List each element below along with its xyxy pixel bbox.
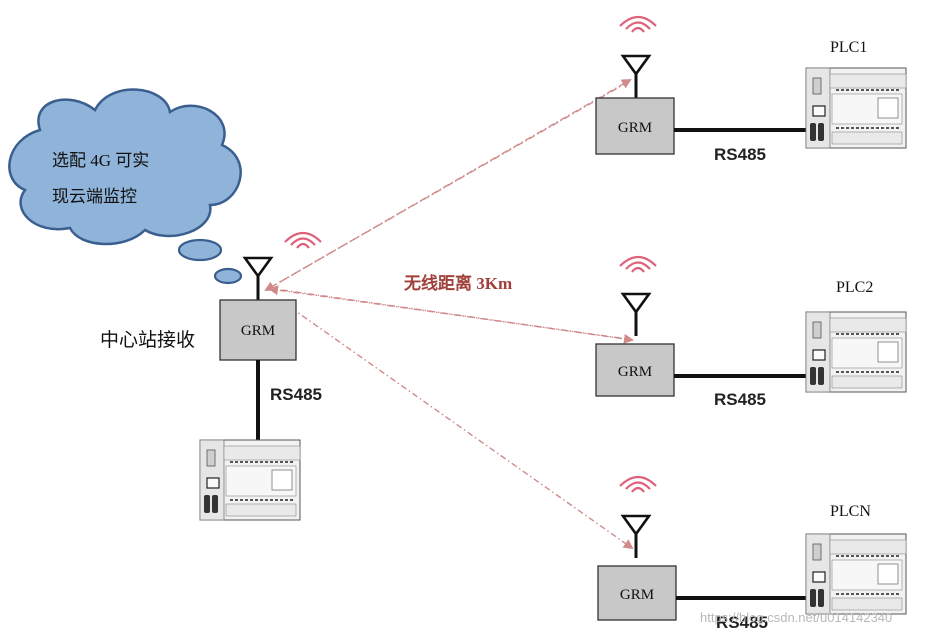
station-plc2: GRM RS485 PLC2 — [595, 255, 907, 409]
cloud-text-line2: 现云端监控 — [52, 187, 137, 206]
plcn-grm-box — [597, 565, 677, 621]
plc2-device — [805, 311, 907, 393]
watermark: https://blog.csdn.net/u014142340 — [700, 610, 892, 625]
plc2-grm-label: GRM — [618, 364, 652, 380]
plc2-antenna-icon — [621, 292, 651, 338]
plc2-rs485-label: RS485 — [714, 390, 766, 409]
distance-label: 无线距离 3Km — [403, 273, 512, 293]
plc2-signal-icon — [618, 255, 658, 274]
plc1-rs485-label: RS485 — [714, 145, 766, 164]
center-plc-device — [199, 439, 301, 521]
station-plcn: GRM RS485 PLCN — [597, 475, 907, 632]
plc1-name: PLC1 — [830, 39, 867, 56]
plcn-name: PLCN — [830, 503, 871, 520]
plc1-device — [805, 67, 907, 149]
plc1-antenna-icon — [621, 54, 651, 100]
center-signal-icon — [283, 231, 323, 250]
link-center-to-plc1 — [264, 81, 629, 291]
plc1-grm-label: GRM — [618, 120, 652, 136]
center-station: GRM 中心站接收 RS485 — [100, 231, 323, 521]
center-grm-label: GRM — [241, 323, 275, 339]
plc1-signal-icon — [618, 15, 658, 34]
plcn-grm-label: GRM — [620, 587, 654, 603]
plcn-antenna-icon — [621, 514, 651, 560]
cloud: 选配 4G 可实 现云端监控 — [8, 88, 243, 285]
plc1-grm-box — [595, 97, 675, 155]
station-plc1: GRM RS485 PLC1 — [595, 15, 907, 164]
link-center-to-plcn — [279, 299, 634, 550]
plcn-signal-icon — [618, 475, 658, 494]
center-antenna-icon — [243, 256, 273, 302]
center-rs485-label: RS485 — [270, 385, 322, 404]
plc2-name: PLC2 — [836, 279, 873, 296]
plcn-device — [805, 533, 907, 615]
wireless-links — [264, 79, 634, 550]
link-plc2-to-center — [268, 285, 621, 339]
center-grm-box — [219, 299, 297, 361]
plc2-grm-box — [595, 343, 675, 397]
center-station-label: 中心站接收 — [100, 329, 195, 351]
plcn-rs485-label: RS485 — [716, 613, 768, 632]
cloud-text-line1: 选配 4G 可实 — [52, 151, 149, 170]
